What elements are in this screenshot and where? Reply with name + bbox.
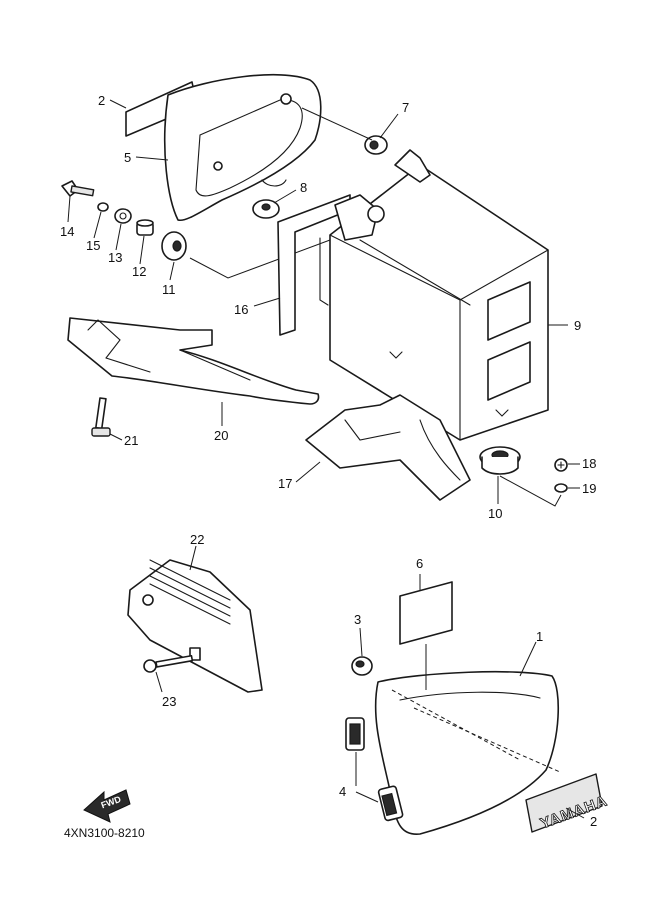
part-4-damper-lower[interactable] bbox=[377, 785, 404, 822]
callout-12: 12 bbox=[132, 264, 146, 279]
part-2-yamaha-emblem[interactable]: YAMAHA bbox=[525, 773, 610, 833]
callout-10: 10 bbox=[488, 506, 502, 521]
part-4-damper-upper[interactable] bbox=[345, 717, 365, 751]
part-10-damper[interactable] bbox=[479, 446, 521, 475]
fwd-arrow-icon: FWD bbox=[83, 789, 131, 823]
callout-22: 22 bbox=[190, 532, 204, 547]
part-18-screw[interactable] bbox=[554, 458, 568, 472]
callout-17: 17 bbox=[278, 476, 292, 491]
part-20-bracket[interactable] bbox=[67, 317, 320, 405]
callout-18: 18 bbox=[582, 456, 596, 471]
callout-6: 6 bbox=[416, 556, 423, 571]
part-21-bolt[interactable] bbox=[91, 397, 111, 437]
callout-7: 7 bbox=[402, 100, 409, 115]
part-13-collar[interactable] bbox=[114, 208, 132, 224]
callout-8: 8 bbox=[300, 180, 307, 195]
callout-21: 21 bbox=[124, 433, 138, 448]
callout-13: 13 bbox=[108, 250, 122, 265]
callout-9: 9 bbox=[574, 318, 581, 333]
part-5-upper-side-cover[interactable] bbox=[163, 73, 322, 222]
callout-4: 4 bbox=[339, 784, 346, 799]
callout-2-upper: 2 bbox=[98, 93, 105, 108]
part-6-label-plate[interactable] bbox=[399, 581, 453, 645]
part-23-screw[interactable] bbox=[143, 654, 194, 673]
callout-23: 23 bbox=[162, 694, 176, 709]
callout-5: 5 bbox=[124, 150, 131, 165]
part-1-side-cover[interactable] bbox=[374, 670, 561, 835]
callout-14: 14 bbox=[60, 224, 74, 239]
callout-1: 1 bbox=[536, 629, 543, 644]
callout-19: 19 bbox=[582, 481, 596, 496]
callout-20: 20 bbox=[214, 428, 228, 443]
part-17-lower-bracket[interactable] bbox=[305, 394, 471, 501]
part-3-grommet[interactable] bbox=[351, 656, 373, 676]
callout-3: 3 bbox=[354, 612, 361, 627]
part-16-bracket[interactable] bbox=[277, 194, 385, 336]
part-11-grommet[interactable] bbox=[161, 231, 187, 261]
callout-2-lower: 2 bbox=[590, 814, 597, 829]
part-7-grommet[interactable] bbox=[364, 135, 388, 155]
part-9-battery-box[interactable] bbox=[329, 149, 549, 441]
part-8-grommet[interactable] bbox=[252, 199, 280, 219]
callout-16: 16 bbox=[234, 302, 248, 317]
part-12-collar[interactable] bbox=[136, 219, 154, 236]
part-14-bolt[interactable] bbox=[61, 180, 95, 197]
part-22-side-cover[interactable] bbox=[127, 559, 263, 693]
part-15-washer[interactable] bbox=[97, 202, 109, 212]
callout-11: 11 bbox=[162, 282, 176, 297]
diagram-code: 4XN3100-8210 bbox=[64, 826, 145, 840]
part-19-washer[interactable] bbox=[554, 483, 568, 493]
callout-15: 15 bbox=[86, 238, 100, 253]
